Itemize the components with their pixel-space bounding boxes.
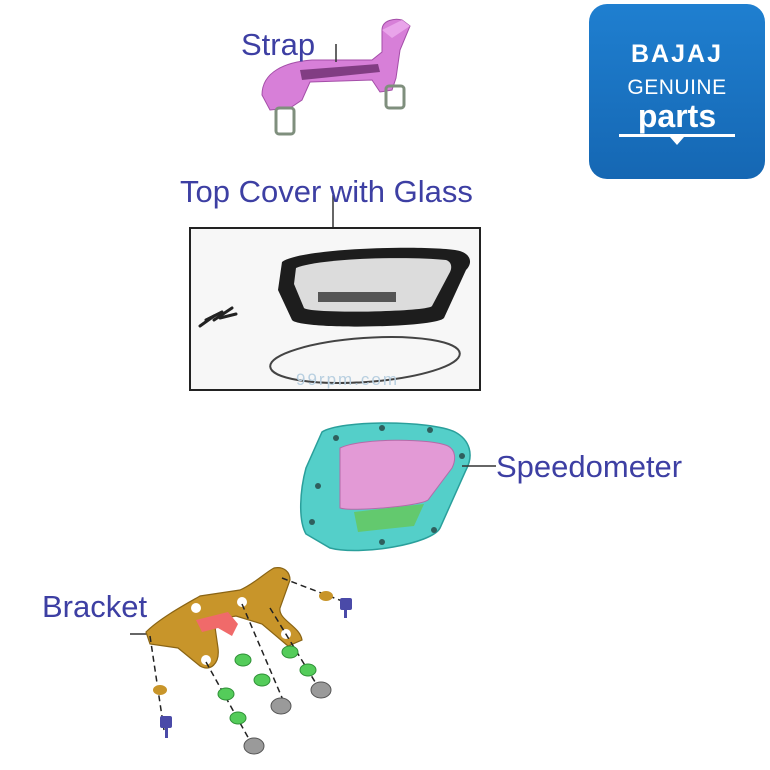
- logo-arrow-icon: [670, 137, 684, 145]
- photo-watermark: 99rpm.com: [296, 370, 400, 389]
- speedometer-label: Speedometer: [496, 449, 683, 484]
- bracket-label: Bracket: [42, 589, 148, 624]
- bracket-assembly: [130, 567, 352, 755]
- logo-genuine-text: GENUINE: [627, 76, 727, 99]
- logo-underline: [619, 134, 735, 137]
- strap-illustration: [261, 18, 411, 136]
- top-cover-label: Top Cover with Glass: [180, 174, 473, 209]
- strap-label: Strap: [241, 27, 316, 62]
- top-cover-photo: [189, 195, 481, 391]
- bajaj-genuine-parts-logo: BAJAJ GENUINE parts: [589, 4, 765, 179]
- logo-parts-text: parts: [637, 98, 717, 134]
- logo-brand-text: BAJAJ: [631, 40, 723, 68]
- speedometer-illustration: [299, 422, 496, 552]
